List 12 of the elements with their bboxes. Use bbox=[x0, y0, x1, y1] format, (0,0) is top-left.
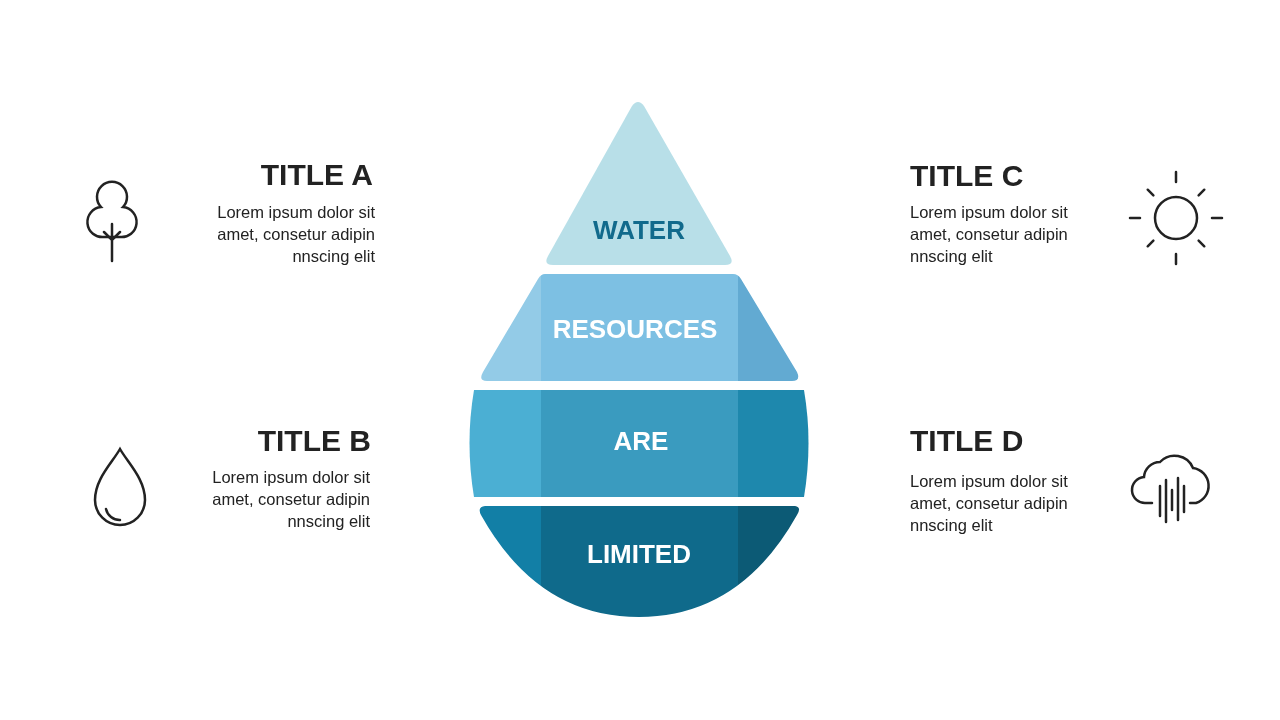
segment-label: LIMITED bbox=[587, 538, 691, 570]
segment-label: ARE bbox=[613, 425, 669, 457]
segment-label: WATER bbox=[593, 214, 685, 246]
heading: TITLE D bbox=[910, 424, 1024, 458]
description-text: Lorem ipsum dolor sit amet, consetur adipin nnscing elit bbox=[211, 467, 370, 532]
description-text: Lorem ipsum dolor sit amet, consetur adipin nnscing elit bbox=[216, 202, 375, 267]
segment-label: RESOURCES bbox=[552, 313, 718, 345]
heading: TITLE C bbox=[910, 159, 1024, 193]
description-text: Lorem ipsum dolor sit amet, consetur adipin nnscing elit bbox=[910, 202, 1069, 267]
heading: TITLE B bbox=[257, 424, 371, 458]
description-text: Lorem ipsum dolor sit amet, consetur adipin nnscing elit bbox=[910, 471, 1069, 536]
heading: TITLE A bbox=[260, 158, 373, 192]
